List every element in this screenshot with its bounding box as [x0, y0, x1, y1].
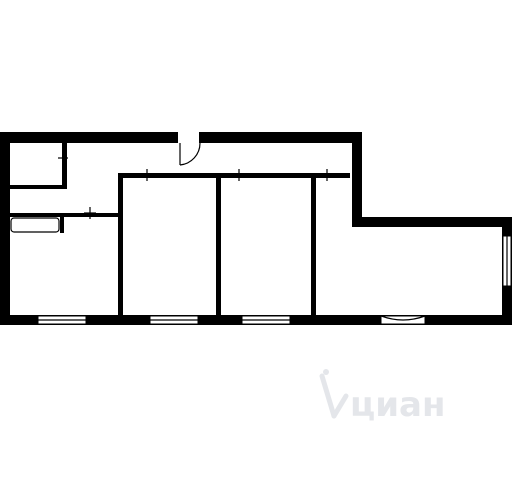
door-markers: [58, 150, 336, 219]
outer-walls: [0, 132, 512, 325]
wall-bath-side: [60, 213, 64, 233]
wall-closet-bottom: [10, 185, 67, 189]
bathtub: [10, 217, 60, 233]
wall-closet-right: [62, 143, 67, 189]
watermark: циан: [319, 369, 445, 425]
wall-room1-left: [118, 173, 123, 320]
interior-walls: [10, 143, 350, 320]
wall-room1-room2: [216, 173, 221, 320]
wall-top-left: [0, 132, 178, 143]
cian-logo-icon: [319, 369, 349, 419]
wall-step-vertical: [352, 132, 362, 227]
windows: [37, 235, 512, 325]
watermark-text: циан: [350, 385, 445, 425]
wall-top-right: [199, 132, 362, 143]
wall-left: [0, 132, 10, 325]
entrance-door: [179, 142, 201, 166]
wall-room2-room3: [311, 173, 316, 320]
wall-step-horizontal: [352, 217, 512, 227]
